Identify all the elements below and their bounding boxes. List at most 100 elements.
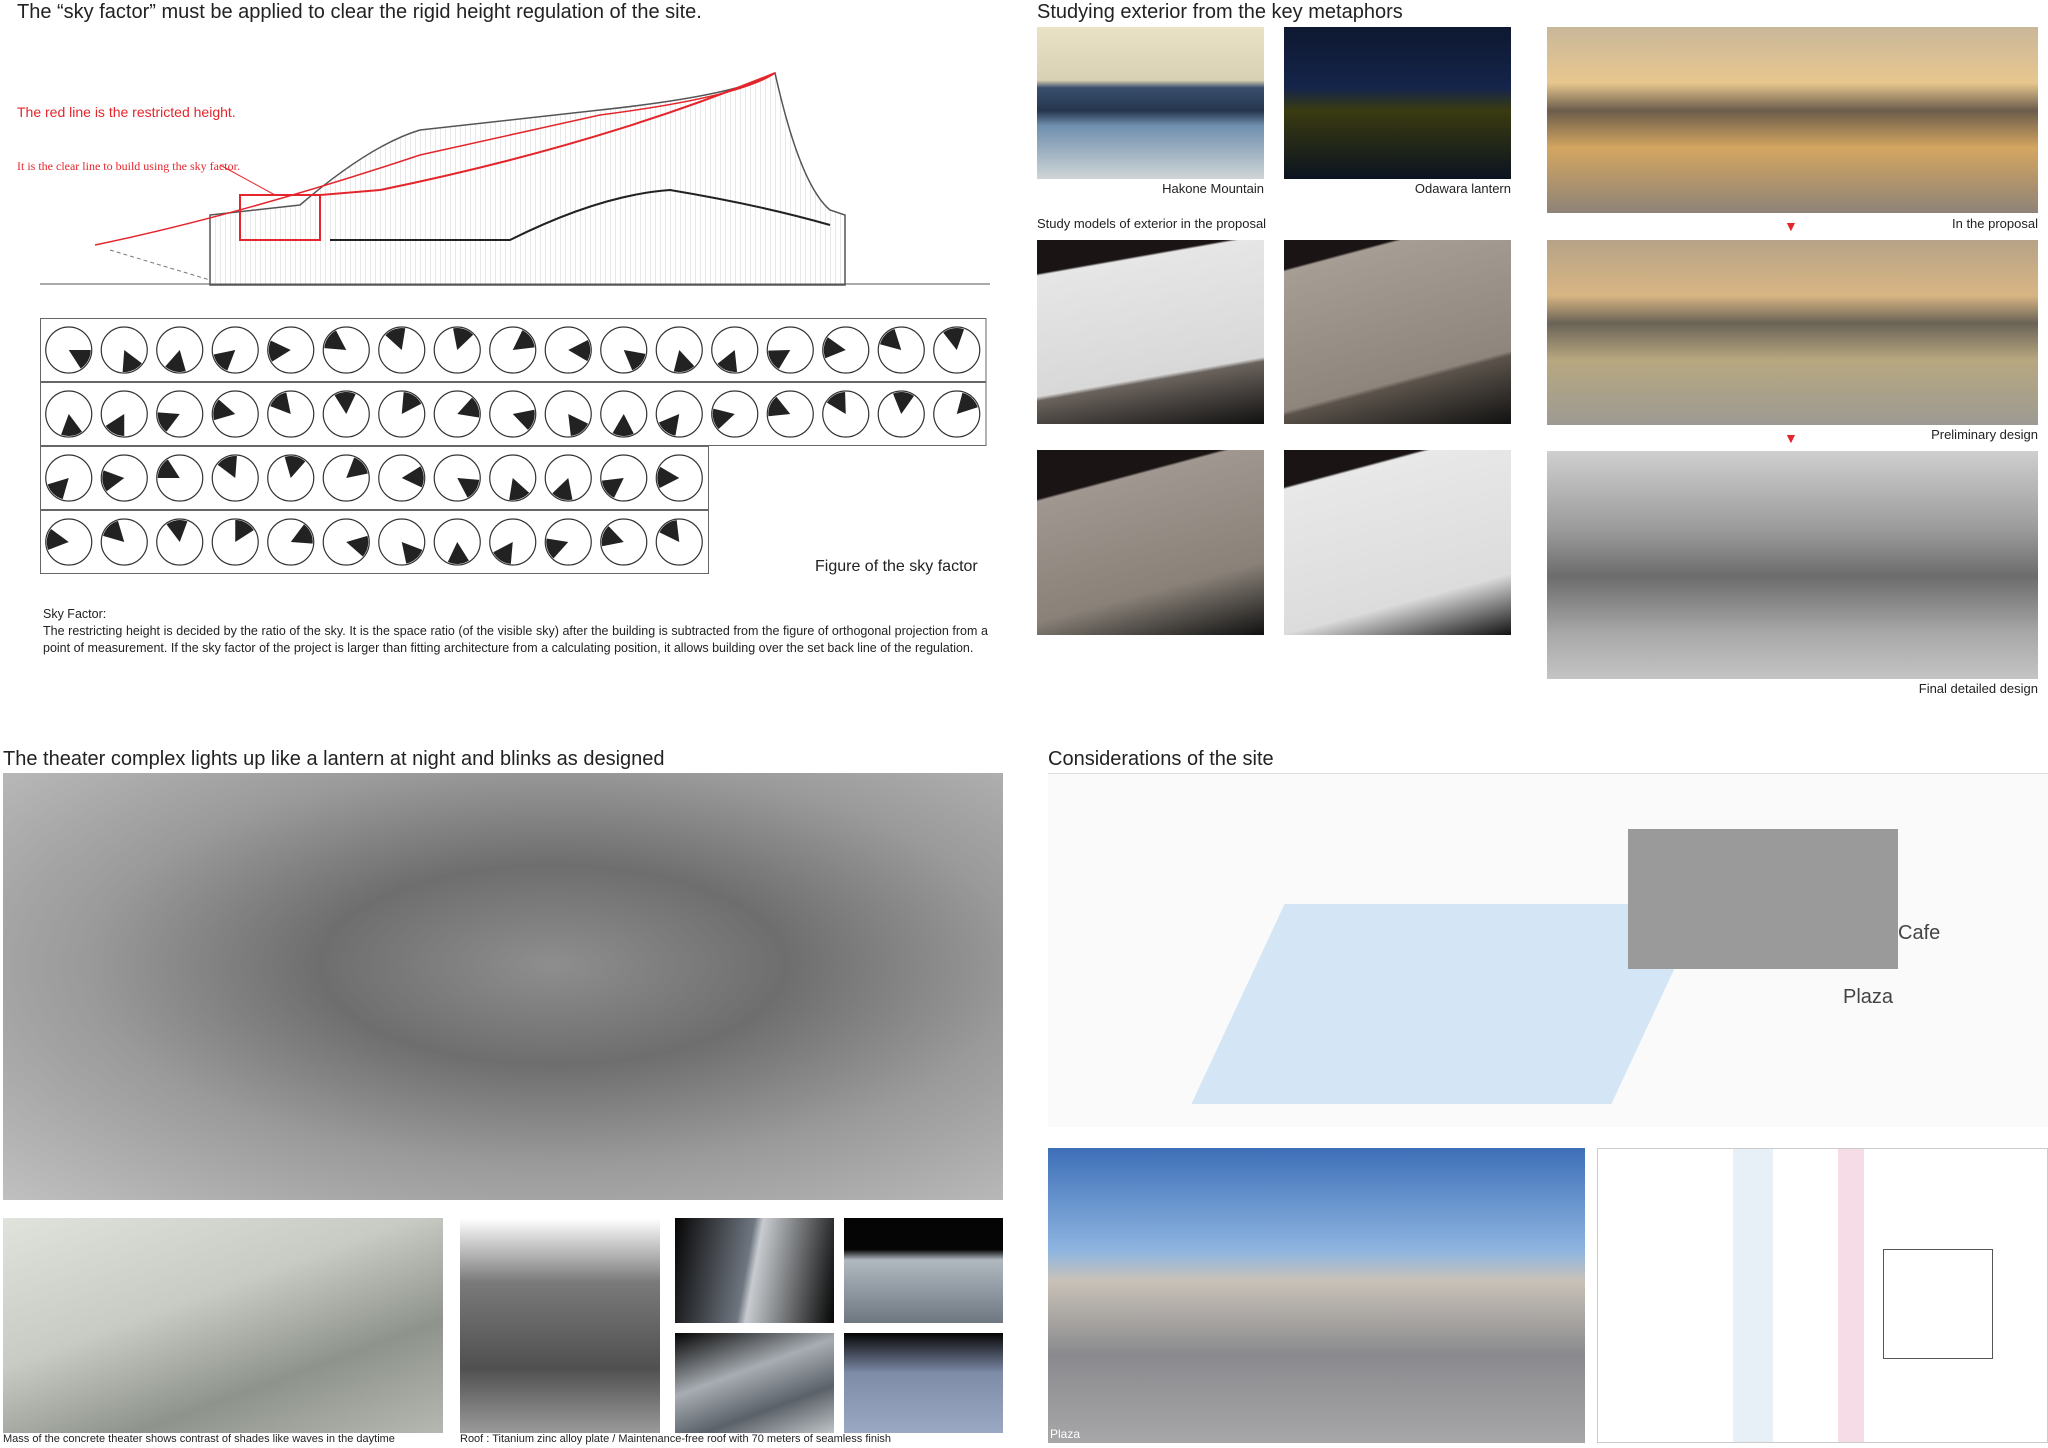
- obstruction-wedge: [268, 340, 291, 362]
- obstruction-wedge: [893, 392, 914, 414]
- arrow-down-icon: ▼: [1784, 218, 1798, 234]
- roof-detail-photo: [460, 1218, 660, 1433]
- obstruction-wedge: [102, 470, 125, 492]
- obstruction-wedge: [166, 520, 188, 542]
- sky-factor-row: [40, 446, 709, 510]
- roof-photo-1: [675, 1218, 834, 1323]
- obstruction-wedge: [235, 520, 254, 542]
- obstruction-wedge: [457, 397, 480, 418]
- render-preliminary: [1547, 240, 2038, 425]
- obstruction-wedge: [768, 350, 791, 369]
- obstruction-wedge: [385, 328, 406, 350]
- obstruction-wedge: [673, 350, 695, 372]
- obstruction-wedge: [157, 459, 180, 478]
- stage-caption-proposal: In the proposal: [1951, 216, 2038, 231]
- stage-caption-preliminary: Preliminary design: [1931, 427, 2038, 442]
- obstruction-wedge: [658, 414, 680, 436]
- lantern-title: The theater complex lights up like a lan…: [3, 748, 665, 770]
- obstruction-wedge: [623, 350, 646, 371]
- plaza-render: Plaza: [1048, 1148, 1585, 1443]
- obstruction-wedge: [546, 538, 569, 559]
- study-model-4: [1284, 450, 1511, 635]
- map-site: [1883, 1249, 1993, 1359]
- obstruction-wedge: [122, 350, 142, 372]
- obstruction-wedge: [601, 526, 624, 547]
- sky-factor-row: [40, 510, 709, 574]
- obstruction-wedge: [659, 520, 680, 542]
- obstruction-wedge: [768, 396, 791, 417]
- obstruction-wedge: [568, 414, 589, 436]
- obstruction-wedge: [270, 392, 291, 414]
- study-model-1: [1037, 240, 1264, 424]
- concrete-mass-photo: [3, 1218, 443, 1433]
- study-model-3: [1037, 450, 1264, 635]
- site-title: Considerations of the site: [1048, 748, 1274, 770]
- obstruction-wedge: [346, 535, 369, 557]
- sky-factor-definition: Sky Factor: The restricting height is de…: [43, 606, 988, 657]
- definition-title: Sky Factor:: [43, 607, 107, 621]
- hakone-caption: Hakone Mountain: [1162, 181, 1264, 196]
- plaza-label: Plaza: [1843, 986, 1894, 1008]
- obstruction-wedge: [213, 350, 236, 371]
- obstruction-wedge: [612, 414, 634, 436]
- obstruction-wedge: [447, 542, 469, 564]
- map-road: [1838, 1149, 1864, 1442]
- theater-building: [1628, 829, 1898, 969]
- plaza-render-label: Plaza: [1050, 1427, 1081, 1441]
- roof-caption: Roof : Titanium zinc alloy plate / Maint…: [460, 1433, 892, 1445]
- sky-factor-figure-caption: Figure of the sky factor: [815, 558, 978, 575]
- obstruction-wedge: [568, 340, 591, 362]
- roof-photo-4: [844, 1333, 1003, 1433]
- site-axonometric: Cafe Plaza: [1048, 773, 2048, 1127]
- mass-caption: Mass of the concrete theater shows contr…: [3, 1433, 395, 1445]
- odawara-caption: Odawara lantern: [1414, 181, 1511, 196]
- obstruction-wedge: [47, 478, 69, 500]
- obstruction-wedge: [823, 337, 846, 359]
- building-section-diagram: [40, 71, 990, 286]
- obstruction-wedge: [956, 392, 978, 414]
- obstruction-wedge: [324, 330, 347, 350]
- site-plan-map: [1597, 1148, 2048, 1443]
- study-models-caption: Study models of exterior in the proposal: [1037, 216, 1267, 231]
- arrow-down-icon: ▼: [1784, 430, 1798, 446]
- obstruction-wedge: [68, 350, 91, 369]
- obstruction-wedge: [46, 528, 69, 550]
- map-river: [1733, 1149, 1773, 1442]
- obstruction-wedge: [717, 350, 738, 372]
- obstruction-wedge: [457, 478, 480, 498]
- obstruction-wedge: [401, 542, 423, 564]
- study-model-2: [1284, 240, 1511, 424]
- hakone-mountain-image: [1037, 27, 1264, 179]
- cafe-label: Cafe: [1898, 922, 1941, 944]
- sky-factor-row: [40, 318, 987, 382]
- obstruction-wedge: [346, 457, 368, 478]
- obstruction-wedge: [879, 329, 902, 350]
- obstruction-wedge: [826, 392, 846, 414]
- obstruction-wedge: [165, 350, 186, 372]
- sky-factor-title: The “sky factor” must be applied to clea…: [17, 1, 702, 23]
- clear-line-note: It is the clear line to build using the …: [17, 159, 240, 173]
- stage-caption-final: Final detailed design: [1918, 681, 2038, 696]
- red-line-note: The red line is the restricted height.: [17, 104, 236, 120]
- obstruction-wedge: [290, 524, 313, 544]
- obstruction-wedge: [712, 408, 735, 430]
- odawara-lantern-image: [1284, 27, 1511, 179]
- render-proposal: [1547, 27, 2038, 213]
- sky-factor-row: [40, 382, 987, 446]
- obstruction-wedge: [157, 412, 180, 432]
- obstruction-wedge: [213, 399, 236, 421]
- roof-photo-3: [675, 1333, 834, 1433]
- obstruction-wedge: [284, 456, 306, 478]
- obstruction-wedge: [103, 520, 125, 542]
- obstruction-wedge: [105, 414, 125, 436]
- metaphors-title: Studying exterior from the key metaphors: [1037, 1, 1403, 23]
- obstruction-wedge: [334, 392, 356, 414]
- obstruction-wedge: [512, 330, 535, 350]
- obstruction-wedge: [512, 409, 535, 430]
- roof-photo-2: [844, 1218, 1003, 1323]
- definition-text: The restricting height is decided by the…: [43, 624, 988, 655]
- obstruction-wedge: [552, 478, 573, 500]
- obstruction-wedge: [509, 478, 530, 500]
- obstruction-wedge: [217, 456, 237, 478]
- obstruction-wedge: [493, 542, 513, 564]
